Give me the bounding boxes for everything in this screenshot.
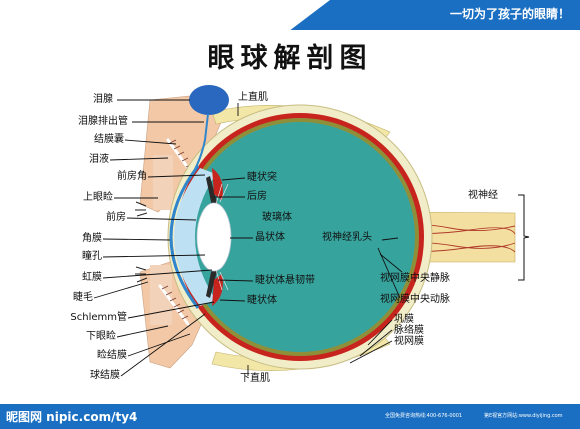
crystalline-lens [196,202,232,272]
anterior-chamber [174,168,216,306]
label-central-retinal-vein: 视网膜中央静脉 [380,273,450,284]
label-conjunctival-sac: 结膜囊 [94,134,124,145]
label-iris: 虹膜 [82,272,102,283]
ciliary-body-lower [212,274,223,306]
label-tears: 泪液 [89,154,109,165]
label-schlemm-canal: Schlemm管 [70,312,127,323]
page-title: 眼球解剖图 [207,43,373,74]
lower-meibomian-detail [161,285,189,320]
label-bulbar-conjunctiva: 球结膜 [90,370,120,381]
label-lacrimal-gland: 泪腺 [93,94,113,105]
lacrimal-gland-shape [189,85,229,115]
lower-tarsus [150,265,172,325]
header-tagline: 一切为了孩子的眼睛！ [449,7,570,21]
leader-lines [93,99,403,377]
label-anterior-angle: 前房角 [117,171,147,182]
label-posterior-chamber: 后房 [247,191,267,202]
label-lacrimal-duct: 泪腺排出管 [78,116,128,127]
upper-tarsus [153,155,173,210]
label-central-retinal-artery: 视网膜中央动脉 [380,294,450,305]
footer-watermark: 昵图网 nipic.com/ty4 [6,410,138,424]
label-optic-nerve: 视神经 [468,190,498,201]
label-zonule: 睫状体悬韧带 [255,275,315,286]
label-upper-eyelid: 上眼睑 [83,192,113,203]
label-vitreous-body: 玻璃体 [262,212,292,223]
ciliary-body-upper [212,168,223,200]
zonule-fibers [215,183,229,291]
label-ciliary-process: 睫状突 [247,172,277,183]
lower-meibomian-gland [158,284,190,326]
label-optic-papilla: 视神经乳头 [322,232,372,243]
label-pupil: 瞳孔 [82,251,102,262]
lower-eyelashes [135,266,148,283]
label-lens: 晶状体 [255,232,285,243]
label-palpebral-conjunctiva: 睑结膜 [97,350,127,361]
label-ciliary-body: 睫状体 [247,295,277,306]
label-retina: 视网膜 [394,336,424,347]
label-sclera: 巩膜 [394,314,414,325]
label-anterior-chamber: 前房 [106,212,126,223]
label-choroid: 脉络膜 [394,325,424,336]
optic-nerve-brace [518,194,530,281]
label-inferior-rectus: 下直肌 [240,373,270,384]
lacrimal-duct-shape [183,113,209,189]
footer-hotline: 全国免费咨询热线:400-676-0001 [385,413,463,419]
label-eyelashes: 睫毛 [73,292,93,303]
footer-bar: 昵图网 nipic.com/ty4 全国免费咨询热线:400-676-0001 … [0,404,580,429]
upper-eyelashes [135,201,148,217]
top-banner: 一切为了孩子的眼睛！ [0,0,580,30]
label-cornea: 角膜 [82,233,102,244]
label-lower-eyelid: 下眼睑 [86,331,116,342]
footer-site: 第E视官方网站:www.diyijing.com [484,413,563,419]
label-superior-rectus: 上直肌 [238,92,268,103]
banner-slant [0,0,330,30]
vitreous-body [185,122,415,352]
